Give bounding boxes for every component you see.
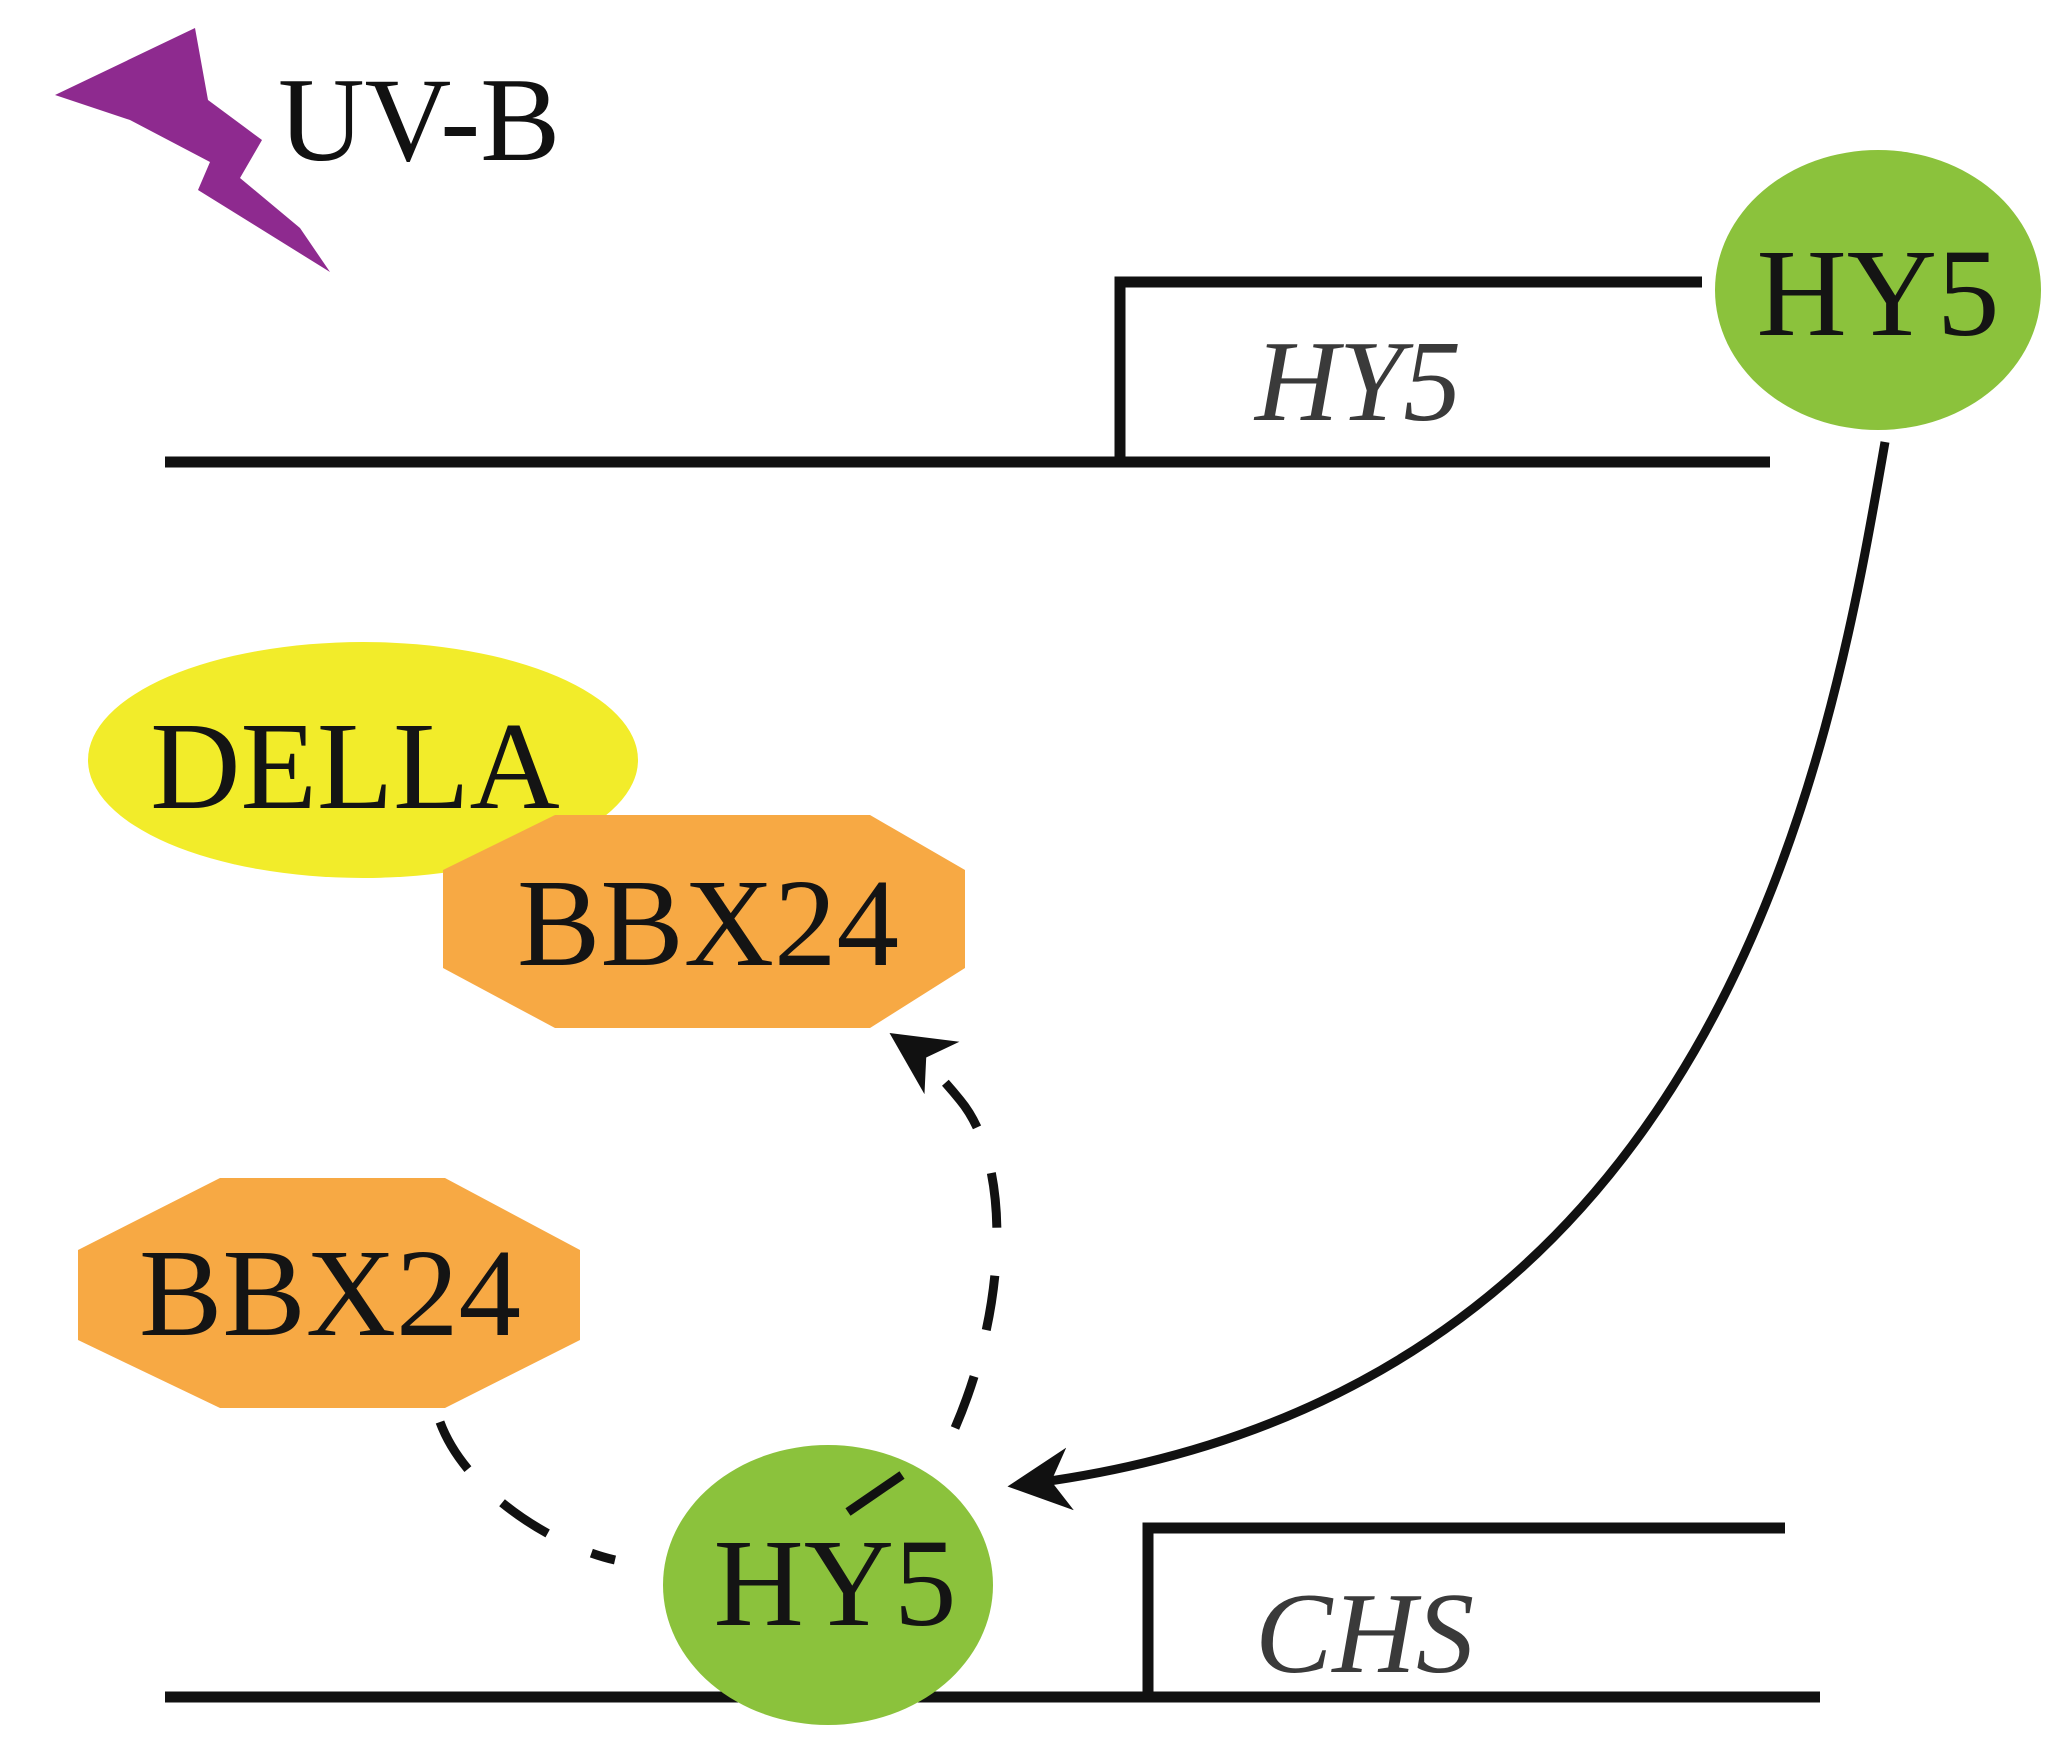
bbx24-inhibits-hy5-dashed-line: [435, 1420, 617, 1565]
chs-promoter-arrow: [1142, 1522, 1785, 1697]
gene-hy5-locus: HY5: [165, 276, 1770, 468]
hy5-promoter-arrow: [1114, 276, 1702, 462]
bbx24-free-node: [78, 1178, 580, 1408]
bbx24-bound-label: BBX24: [517, 855, 899, 993]
della-node: [88, 642, 638, 878]
hy5-protein-bottom: HY5: [663, 1445, 993, 1725]
hy5-gene-label: HY5: [1253, 318, 1461, 446]
hy5-top-node: [1715, 150, 2041, 430]
gene-chs-locus: CHS: [165, 1522, 1820, 1703]
hy5-bottom-label: HY5: [713, 1515, 956, 1653]
chs-gene-label: CHS: [1255, 1570, 1474, 1698]
della-label: DELLA: [150, 698, 560, 836]
inhibition-bar: [845, 1471, 905, 1516]
uvb-label: UV-B: [278, 53, 560, 186]
hy5-top-label: HY5: [1756, 225, 1999, 363]
uvb-signal: UV-B: [55, 28, 560, 272]
hy5-to-bbx24-dashed-arrow: [889, 1033, 1002, 1430]
bbx24-bound-node: [443, 815, 965, 1028]
bbx24-free-label: BBX24: [139, 1225, 521, 1363]
della-bbx24-complex: DELLA BBX24: [88, 642, 965, 1028]
hy5-bottom-node: [663, 1445, 993, 1725]
bbx24-free: BBX24: [78, 1178, 580, 1408]
hy5-protein-top: HY5: [1715, 150, 2041, 430]
hy5-to-chs-arrow: [1007, 441, 1890, 1511]
lightning-bolt-icon: [55, 28, 330, 272]
